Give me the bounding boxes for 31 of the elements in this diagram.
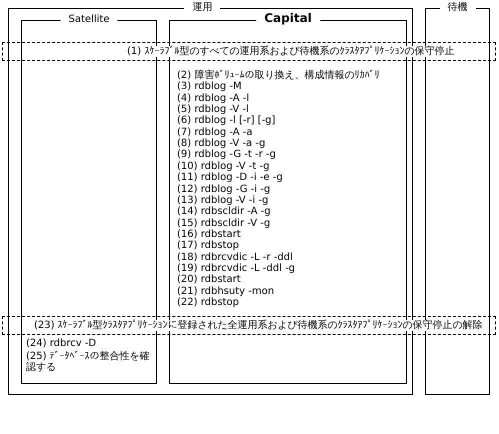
group-title: Satellite <box>60 14 118 25</box>
group-title: 運用 <box>184 2 220 13</box>
step-text: (9) rdblog -G -t -r -g <box>177 149 277 160</box>
step-text: (25) ﾃﾞｰﾀﾍﾞｰｽの整合性を確認する <box>26 350 150 372</box>
step-text: (15) rdbscldir -V -g <box>177 218 272 229</box>
step-text: (18) rdbrcvdic -L -r -ddl <box>177 252 294 263</box>
step-text: (10) rdblog -V -t -g <box>177 160 270 172</box>
band-label: (1) ｽｹｰﾗﾌﾞﾙ型のすべての運用系および待機系のｸﾗｽﾀｱﾌﾟﾘｹｰｼｮﾝの保守停止 <box>126 46 456 57</box>
step-text: (17) rdbstop <box>177 240 240 252</box>
step-text: (6) rdblog -l [-r] [-g] <box>177 115 276 126</box>
step-text: (12) rdblog -G -i -g <box>177 184 272 194</box>
step-text: (14) rdbscldir -A -g <box>177 206 272 218</box>
step-text: (7) rdblog -A -a <box>177 126 254 138</box>
step-text: (8) rdblog -V -a -g <box>177 138 266 150</box>
step-text: (13) rdblog -V -i -g <box>177 194 268 206</box>
step-text: (22) rdbstop <box>177 297 240 308</box>
step-text: (19) rdbrcvdic -L -ddl -g <box>177 262 296 274</box>
group-title: Capital <box>256 13 320 24</box>
dashed-band <box>2 316 496 335</box>
step-text: (4) rdblog -A -l <box>177 92 250 104</box>
band-label: (23) ｽｹｰﾗﾌﾞﾙ型ｸﾗｽﾀｱﾌﾟﾘｹｰｼｮﾝに登録された全運用系および待機系のｸﾗｽﾀｱﾌﾟﾘｹｰｼｮﾝの保守停止の解除 <box>33 320 484 331</box>
step-text: (3) rdblog -M <box>177 81 243 92</box>
step-text: (24) rdbrcv -D <box>26 338 98 349</box>
dashed-band <box>2 42 496 61</box>
step-text: (11) rdblog -D -i -e -g <box>177 172 284 184</box>
step-text: (21) rdbhsuty -mon <box>177 286 276 297</box>
step-text: (5) rdblog -V -l <box>177 104 249 116</box>
step-text: (20) rdbstart <box>177 274 242 286</box>
step-text: (2) 障害ﾎﾞﾘｭｰﾑの取り換え、構成情報のﾘｶﾊﾞﾘ <box>177 70 380 81</box>
group-title: 待機 <box>440 2 476 13</box>
step-text: (16) rdbstart <box>177 228 242 240</box>
